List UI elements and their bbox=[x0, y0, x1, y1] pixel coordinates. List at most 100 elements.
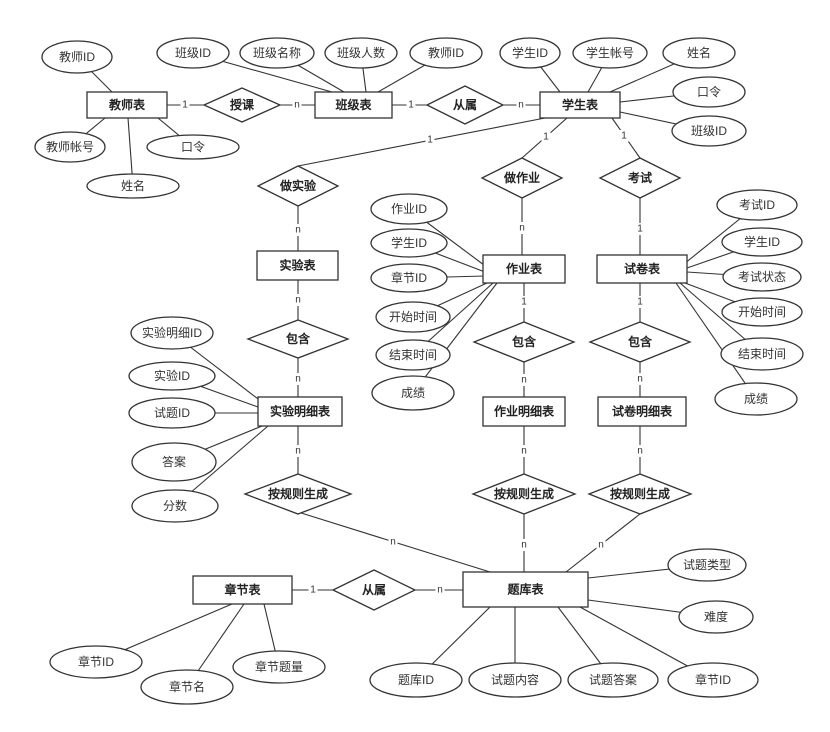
attribute-label: 姓名 bbox=[121, 178, 145, 193]
entity-chapter: 章节表 bbox=[192, 575, 293, 605]
attribute-ellipse bbox=[324, 37, 398, 69]
attribute-ellipse bbox=[156, 37, 230, 69]
entity-label: 实验表 bbox=[279, 258, 316, 273]
relationship-diamond bbox=[588, 321, 692, 363]
entity-exp-detail: 实验明细表 bbox=[257, 396, 343, 427]
cardinality-text: 1 bbox=[310, 585, 316, 596]
attribute-label: 章节ID bbox=[695, 672, 731, 687]
exam-attribute: 结束时间 bbox=[720, 337, 804, 371]
attribute-label: 试题答案 bbox=[589, 672, 637, 687]
relationship-label: 按规则生成 bbox=[610, 486, 670, 501]
cardinality-background bbox=[180, 99, 190, 111]
relationship-label: 考试 bbox=[628, 170, 652, 185]
cardinality-text: 1 bbox=[637, 297, 643, 308]
relationship-teach: 授课 bbox=[202, 87, 282, 123]
attribute-label: 班级人数 bbox=[337, 45, 385, 60]
attribute-label: 章节题量 bbox=[255, 659, 303, 674]
attribute-connector bbox=[412, 282, 498, 394]
cardinality-label: n bbox=[293, 373, 303, 385]
entity-exam: 试卷表 bbox=[596, 254, 688, 284]
relationship-diamond bbox=[471, 473, 577, 515]
attribute-label: 班级名称 bbox=[253, 45, 301, 60]
class-attribute: 班级ID bbox=[156, 37, 230, 69]
attribute-ellipse bbox=[572, 37, 648, 69]
cardinality-background bbox=[293, 294, 303, 306]
cardinality-background bbox=[293, 224, 303, 236]
cardinality-background bbox=[292, 99, 302, 111]
relationship-diamond bbox=[598, 157, 682, 199]
attribute-label: 实验ID bbox=[154, 368, 190, 383]
cardinality-label: n bbox=[519, 539, 529, 551]
cardinality-text: n bbox=[518, 100, 524, 111]
cardinality-label: n bbox=[519, 445, 529, 457]
relationship-label: 从属 bbox=[453, 98, 477, 112]
attribute-ellipse bbox=[662, 37, 736, 69]
cardinality-text: 1 bbox=[637, 224, 643, 235]
attribute-ellipse bbox=[716, 189, 798, 221]
attribute-label: 章节名 bbox=[169, 679, 205, 694]
relationship-label: 按规则生成 bbox=[494, 486, 554, 501]
entity-box bbox=[539, 91, 621, 119]
attribute-ellipse bbox=[131, 442, 217, 482]
entity-student: 学生表 bbox=[539, 91, 621, 119]
attribute-ellipse bbox=[667, 548, 747, 582]
cardinality-text: n bbox=[637, 374, 643, 385]
cardinality-text: n bbox=[295, 225, 301, 236]
cardinality-background bbox=[293, 445, 303, 457]
attribute-ellipse bbox=[369, 662, 463, 698]
homework-attribute: 开始时间 bbox=[375, 301, 451, 333]
relationship-class-student: 从属 bbox=[425, 85, 505, 125]
attribute-ellipse bbox=[371, 375, 455, 411]
cardinality-text: n bbox=[390, 537, 396, 548]
attribute-ellipse bbox=[41, 40, 113, 74]
attribute-label: 难度 bbox=[704, 609, 728, 624]
attribute-ellipse bbox=[128, 397, 216, 429]
cardinality-label: n bbox=[519, 374, 529, 386]
exam-attribute: 考试ID bbox=[716, 189, 798, 221]
relationship-diamond bbox=[331, 569, 417, 611]
attribute-ellipse bbox=[499, 37, 561, 69]
student-attribute: 学生ID bbox=[499, 37, 561, 69]
attribute-ellipse bbox=[146, 134, 240, 160]
exp-detail-attribute: 实验明细ID bbox=[130, 316, 214, 350]
exam-attribute: 开始时间 bbox=[721, 297, 803, 327]
relationship-label: 按规则生成 bbox=[268, 486, 328, 501]
relationship-label: 授课 bbox=[230, 97, 255, 112]
chapter-attribute: 章节ID bbox=[49, 645, 143, 679]
relationship-label: 包含 bbox=[627, 334, 653, 349]
attribute-label: 题库ID bbox=[398, 672, 434, 687]
entity-box bbox=[482, 396, 566, 427]
cardinality-label: n bbox=[435, 584, 445, 596]
exp-detail-attribute: 答案 bbox=[131, 442, 217, 482]
attribute-label: 章节ID bbox=[78, 654, 114, 669]
entity-label: 题库表 bbox=[507, 582, 544, 597]
student-attribute: 口令 bbox=[672, 76, 746, 108]
cardinality-text: 1 bbox=[543, 132, 549, 143]
cardinality-text: 1 bbox=[621, 131, 627, 142]
homework-attribute: 成绩 bbox=[371, 375, 455, 411]
teacher-attribute: 口令 bbox=[146, 134, 240, 160]
relationship-connector bbox=[297, 117, 546, 167]
bank-attribute: 试题内容 bbox=[468, 662, 562, 698]
cardinality-label: 1 bbox=[519, 296, 529, 308]
cardinality-label: 1 bbox=[541, 131, 551, 143]
relationship-chapter-bank: 从属 bbox=[331, 569, 417, 611]
attribute-ellipse bbox=[130, 316, 214, 350]
relationship-label: 做作业 bbox=[503, 170, 540, 185]
attribute-ellipse bbox=[409, 37, 483, 69]
attribute-ellipse bbox=[370, 228, 448, 258]
cardinality-text: n bbox=[519, 223, 525, 234]
attribute-ellipse bbox=[468, 662, 562, 698]
attribute-ellipse bbox=[672, 76, 746, 108]
relationship-diamond bbox=[243, 473, 353, 515]
entity-hw-detail: 作业明细表 bbox=[482, 396, 566, 427]
cardinality-text: 1 bbox=[182, 100, 188, 111]
cardinality-label: 1 bbox=[425, 134, 435, 146]
attribute-label: 考试状态 bbox=[738, 269, 786, 284]
relationship-label: 做实验 bbox=[279, 178, 317, 193]
attribute-label: 班级ID bbox=[175, 46, 211, 60]
entity-box bbox=[192, 575, 293, 605]
cardinality-background bbox=[619, 130, 629, 142]
